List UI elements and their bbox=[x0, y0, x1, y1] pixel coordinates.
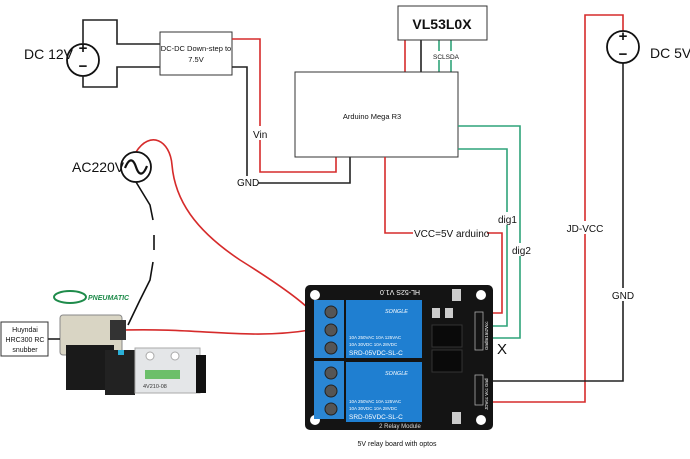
arduino-mega: Arduino Mega R3 bbox=[294, 71, 459, 158]
wire-dig1 bbox=[458, 148, 508, 327]
dc5v-label: DC 5V bbox=[650, 45, 690, 61]
dc5v-source: + − DC 5V bbox=[606, 28, 690, 64]
board-bottom-text: 2 Relay Module bbox=[379, 424, 421, 430]
relay-1 bbox=[346, 300, 422, 358]
wire-dig2 bbox=[458, 125, 521, 339]
valve-model: 4V210-08 bbox=[143, 384, 167, 390]
snubber-line1: Huyndai bbox=[12, 327, 38, 334]
wire-valve-to-relay bbox=[125, 328, 311, 335]
ac220v-source: AC220V bbox=[72, 151, 152, 183]
snubber-line2: HRC300 RC bbox=[6, 337, 45, 344]
plus-sign: + bbox=[79, 40, 88, 57]
relay-board-caption: 5V relay board with optos bbox=[358, 441, 437, 448]
wire-gnd-down bbox=[232, 66, 248, 176]
relay-brand: SONGLE bbox=[385, 371, 408, 377]
relay-rating1: 10A 250VAC 10A 125VAC bbox=[349, 399, 402, 404]
minus-sign: − bbox=[79, 58, 88, 75]
solenoid-valve-image: PNEUMATIC 4V210-08 bbox=[53, 290, 206, 395]
vl53l0x-sensor: VL53L0X bbox=[397, 5, 488, 41]
wire-ac-live bbox=[135, 139, 311, 311]
snubber-box: Huyndai HRC300 RC snubber bbox=[0, 321, 49, 357]
wire-vin bbox=[232, 38, 337, 173]
wire-ac-neutral bbox=[127, 181, 155, 326]
relay-board: HL-52S V1.0 SONGLE 10A 250VAC 10A 125VAC… bbox=[305, 285, 493, 430]
relay-model: SRD-05VDC-SL-C bbox=[349, 414, 403, 421]
wire-dc12v-positive bbox=[82, 19, 160, 45]
relay-model: SRD-05VDC-SL-C bbox=[349, 350, 403, 357]
dig1-label: dig1 bbox=[498, 215, 517, 226]
vin-label: Vin bbox=[253, 130, 267, 141]
jd-vcc-label: JD-VCC bbox=[567, 224, 604, 235]
header-bottom-label: JDVcc Vcc Gnd bbox=[484, 378, 489, 410]
wire-gnd-right bbox=[492, 63, 624, 382]
wire-jd-vcc bbox=[492, 14, 624, 403]
minus-sign: − bbox=[619, 46, 628, 63]
relay-rating2: 10A 30VDC 10A 28VDC bbox=[349, 342, 398, 347]
dc-source-icon bbox=[606, 30, 640, 64]
relay-rating2: 10A 30VDC 10A 28VDC bbox=[349, 406, 398, 411]
disconnected-mark: X bbox=[497, 341, 507, 358]
snubber-line3: snubber bbox=[12, 347, 38, 354]
input-header bbox=[474, 311, 484, 351]
wire-gnd-arduino bbox=[258, 157, 351, 184]
wire-dc12v-negative bbox=[82, 66, 160, 88]
jdvcc-header bbox=[474, 374, 484, 406]
wire-vcc-arduino-a bbox=[384, 157, 413, 234]
sensor-label: VL53L0X bbox=[412, 16, 472, 32]
relay-brand: SONGLE bbox=[385, 309, 408, 315]
plus-sign: + bbox=[619, 28, 628, 45]
dcdc-label-line2: 7.5V bbox=[188, 55, 203, 64]
dc12v-source: + − DC 12V bbox=[24, 40, 100, 77]
sine-wave-icon bbox=[123, 159, 149, 175]
relay-rating1: 10A 250VAC 10A 125VAC bbox=[349, 335, 402, 340]
dig2-label: dig2 bbox=[512, 246, 531, 257]
header-top-label: GndIn1In2Vcc bbox=[484, 321, 489, 350]
dc12v-label: DC 12V bbox=[24, 46, 74, 62]
vcc-arduino-label: VCC=5V arduino bbox=[414, 229, 490, 240]
board-model-text: HL-52S V1.0 bbox=[380, 288, 420, 295]
valve-brand-logo: PNEUMATIC bbox=[88, 295, 130, 302]
gnd-left-label: GND bbox=[237, 178, 259, 189]
dcdc-converter: DC-DC Down-step to 7.5V bbox=[159, 31, 233, 76]
relay-2 bbox=[346, 362, 422, 422]
ac220v-label: AC220V bbox=[72, 159, 125, 175]
scl-sda-label: SCLSDA bbox=[433, 54, 460, 61]
arduino-label: Arduino Mega R3 bbox=[343, 112, 401, 121]
gnd-right-label: GND bbox=[612, 291, 634, 302]
dcdc-label-line1: DC-DC Down-step to bbox=[161, 44, 231, 53]
wire-vcc-arduino-b bbox=[487, 232, 503, 314]
